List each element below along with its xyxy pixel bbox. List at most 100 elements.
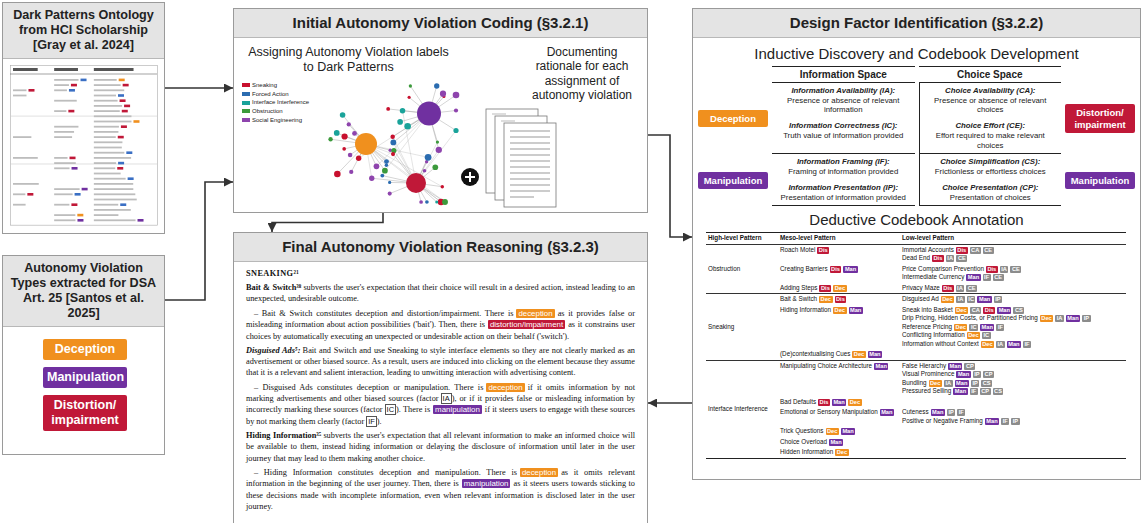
table-cell: False HierarchyManCP (902, 362, 1124, 371)
table-cell: Reference PricingDecICManIF (902, 323, 1124, 332)
factor-definition: Effort required to make relevant choices (924, 131, 1058, 150)
table-cell: Interface Interference (706, 361, 778, 458)
code-tag: IA (1055, 315, 1064, 322)
code-tag: Dec (955, 307, 968, 314)
table-cell: Intermediate CurrencyManIFCE (902, 273, 1124, 282)
code-tag: CP (980, 388, 991, 395)
code-tag: Dec (929, 380, 942, 387)
legend-text: Sneaking (252, 82, 277, 88)
table-cell: Pressured SellingManIFCPCS (902, 387, 1124, 396)
table-cell: Conflicting InformationDecIC (902, 331, 1124, 340)
network-and-documents-illustration (234, 9, 647, 212)
factor-tag: IC (385, 404, 396, 415)
code-tag: Dis (942, 285, 954, 292)
caption: Documenting rationale for each assignmen… (522, 45, 642, 103)
code-tag: Dis (817, 247, 829, 254)
panel-title: Initial Autonomy Violation Coding (§3.2.… (234, 9, 647, 38)
code-tag: Dis (830, 266, 842, 273)
code-tag: CS (981, 380, 992, 387)
code-tag: Man (1007, 341, 1021, 348)
code-tag: Dis (932, 255, 944, 262)
low-level-pattern: Sneak into Basket (902, 306, 953, 313)
low-level-pattern: Conflicting Information (902, 331, 965, 338)
factor-definition: Framing of information provided (776, 167, 911, 177)
panel-title: Final Autonomy Violation Reasoning (§3.2… (234, 233, 647, 262)
code-tag: IF (1023, 341, 1031, 348)
code-tag: IA (944, 380, 953, 387)
factor-name: Choice Availability (CA): (924, 86, 1058, 96)
panel-title: Dark Patterns Ontology from HCI Scholars… (3, 3, 164, 59)
legend-swatch (242, 101, 250, 105)
code-tag: IF (996, 324, 1004, 331)
table-cell: Choice Presentation (CP):Presentation of… (919, 180, 1062, 206)
code-tag: IP (947, 409, 955, 416)
flow-arrow (272, 213, 383, 232)
legend-text: Social Engineering (252, 117, 302, 123)
violation-highlight: deception (516, 309, 554, 318)
table-cell: Dead EndDisIACE (902, 254, 1124, 263)
table-cell: Price Comparison PreventionDisIACE (902, 265, 1124, 274)
code-tag: IF (957, 409, 965, 416)
body-text: ). There is (396, 405, 430, 414)
meso-level-pattern: Emotional or Sensory Manipulation (780, 408, 878, 415)
code-tag: CP (983, 371, 994, 378)
low-level-pattern: False Hierarchy (902, 362, 946, 369)
code-tag: CE (956, 255, 967, 262)
code-tag: Dec (981, 341, 994, 348)
code-tag: IC (982, 332, 991, 339)
table-cell: Information Availability (IA):Presence o… (772, 83, 915, 118)
factor-definition: Presence or absence of relevant informat… (776, 96, 911, 115)
legend-text: Interface Interference (252, 99, 309, 105)
panel-box: Final Autonomy Violation Reasoning (§3.2… (233, 232, 648, 523)
table-cell: Information Framing (IF):Framing of info… (772, 154, 915, 179)
code-tag: CE (993, 274, 1004, 281)
low-level-pattern: Positive or Negative Framing (902, 417, 983, 424)
factor-name: Choice Presentation (CP): (924, 183, 1058, 193)
factor-name: Choice Simplification (CS): (924, 157, 1058, 167)
table-cell: Information Presentation (IP):Presentati… (772, 180, 915, 206)
code-tag: IA (956, 285, 965, 292)
panel-box: Initial Autonomy Violation Coding (§3.2.… (233, 8, 648, 213)
flow-arrow (648, 402, 692, 404)
table-cell: Privacy MazeDisIACE (902, 284, 1124, 293)
violation-highlight: distortion/impairment (488, 320, 565, 329)
paragraph: Hiding Information³⁵subverts the user's … (246, 430, 635, 464)
violation-badge: Manipulation (43, 367, 127, 388)
code-tag: Dec (852, 351, 865, 358)
legend-swatch (242, 92, 250, 96)
code-tag: CA (970, 307, 981, 314)
low-level-pattern: Disguised Ad (902, 295, 939, 302)
table-cell: Roach MotelDis (778, 245, 900, 264)
low-level-pattern: Bundling (902, 379, 927, 386)
table-cell: BundlingDecIAManIPCS (902, 379, 1124, 388)
panel-body: Inductive Discovery and Codebook Develop… (693, 38, 1140, 461)
low-level-pattern: Drip Pricing, Hidden Costs, or Partition… (902, 314, 1038, 321)
code-tag: Dis (983, 307, 995, 314)
table-cell: Trick QuestionsDecMan (778, 426, 900, 437)
table-cell: Emotional or Sensory ManipulationMan (778, 407, 900, 426)
legend-row: Interface Interference (242, 98, 309, 107)
code-tag: CE (1010, 266, 1021, 273)
code-tag: Dec (941, 296, 954, 303)
low-level-pattern: Privacy Maze (902, 284, 940, 291)
low-level-pattern: Intermediate Currency (902, 273, 964, 280)
violation-highlight: deception (520, 468, 558, 477)
pattern-group: Interface InterferenceManipulating Choic… (706, 360, 1126, 458)
table-cell: Bad DefaultsDisManDec (778, 397, 900, 408)
badge-label: Distortion/ impairment (47, 398, 123, 428)
table-cell: Information Correctness (IC):Truth value… (772, 118, 915, 154)
code-tag: Dec (819, 296, 832, 303)
graph-legend: SneakingForced ActionInterface Interfere… (242, 81, 309, 124)
low-level-pattern: Dead End (902, 254, 930, 261)
factor-definition: Truth value of information provided (776, 131, 911, 141)
table-header-row: High-level PatternMeso-level PatternLow-… (706, 232, 1126, 244)
factor-definition: Frictionless or effortless choices (924, 167, 1058, 177)
violation-highlight: manipulation (462, 479, 511, 488)
section-subtitle: Inductive Discovery and Codebook Develop… (698, 45, 1135, 62)
legend-swatch (242, 118, 250, 122)
low-level-pattern: Reference Pricing (902, 323, 952, 330)
body-text: – Bait & Switch constitutes deception an… (254, 309, 513, 318)
body-text: Bait and Switch and use Sneaking to styl… (246, 346, 635, 377)
factor-name: Information Presentation (IP): (776, 183, 911, 193)
panel-title: Design Factor Identification (§3.2.2) (693, 9, 1140, 38)
